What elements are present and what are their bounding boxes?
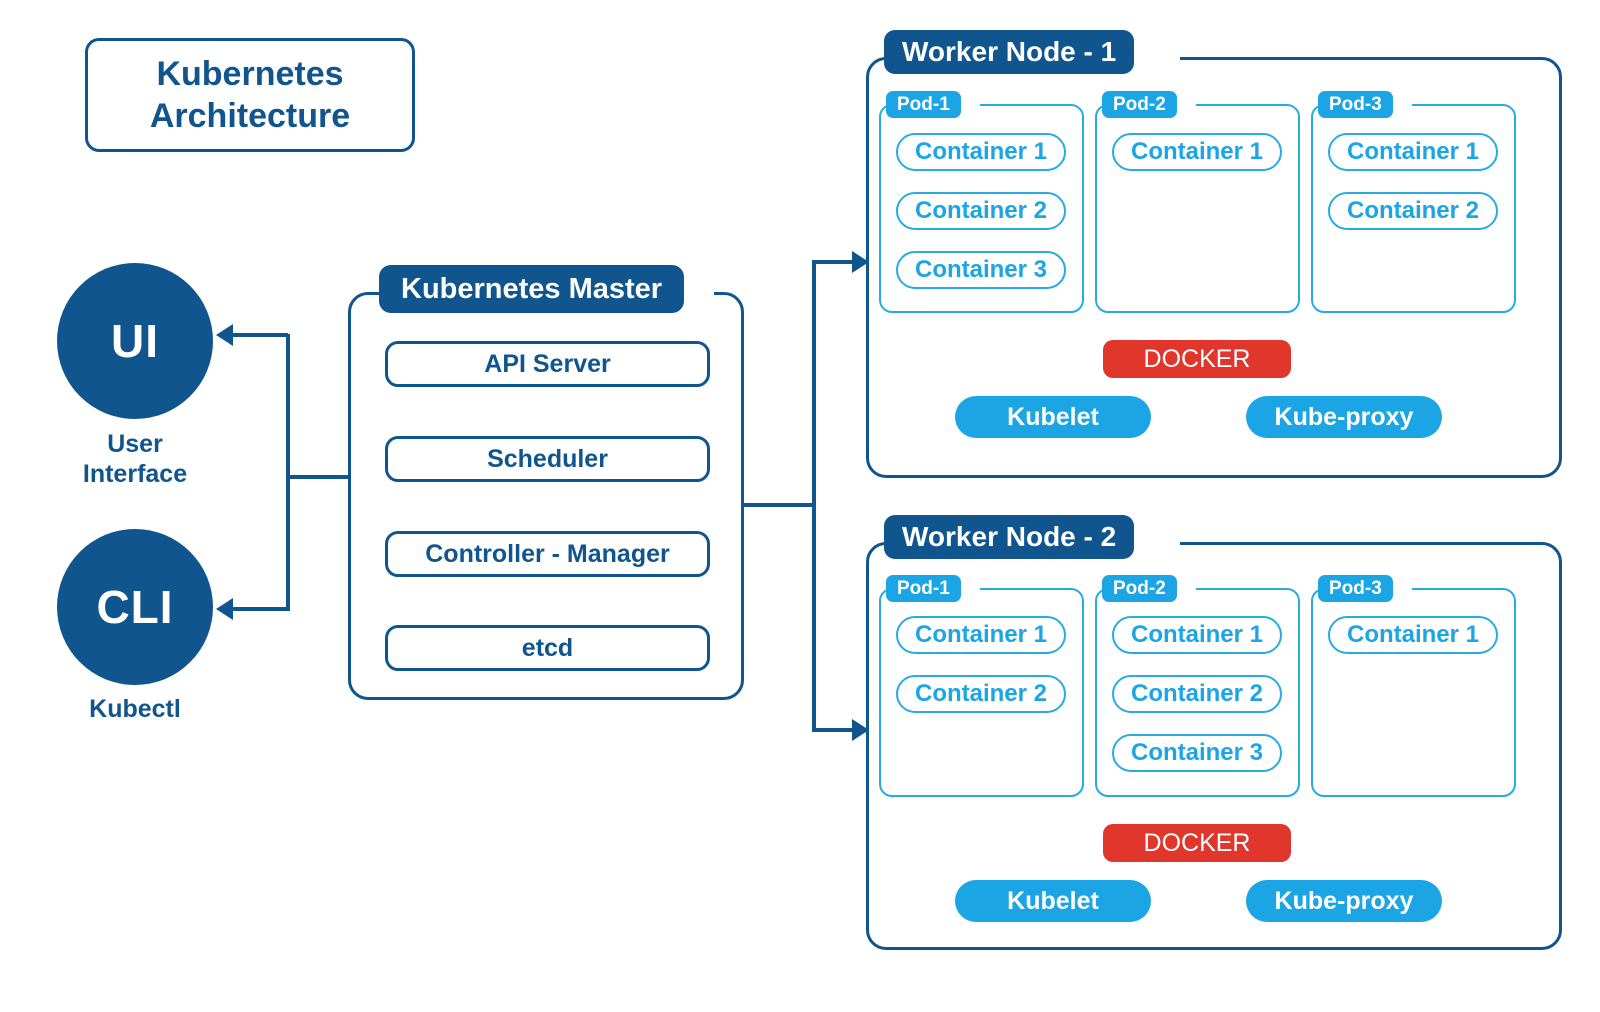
worker-1-pod-2-box: [1095, 104, 1300, 313]
worker-1-pod-2-container-1[interactable]: Container 1: [1112, 133, 1282, 171]
worker-1-docker-pill[interactable]: DOCKER: [1103, 340, 1291, 378]
worker-2-pod-3-badge: Pod-3: [1318, 575, 1393, 602]
worker-1-pod-3-box: [1311, 104, 1516, 313]
worker-2-pod-3-container-1[interactable]: Container 1: [1328, 616, 1498, 654]
client-circle-ui[interactable]: UI: [57, 263, 213, 419]
worker-1-pod-3-container-2[interactable]: Container 2: [1328, 192, 1498, 230]
diagram-title-line-2: Architecture: [149, 97, 351, 135]
connector-to-worker-2-line: [812, 728, 866, 732]
client-caption-ui: User Interface: [20, 430, 250, 489]
client-circle-ui-label: UI: [111, 315, 159, 367]
worker-2-pod-1-container-1[interactable]: Container 1: [896, 616, 1066, 654]
worker-1-kube-proxy-pill[interactable]: Kube-proxy: [1246, 396, 1442, 438]
master-component-etcd[interactable]: etcd: [385, 625, 710, 671]
worker-1-pod-1-container-3[interactable]: Container 3: [896, 251, 1066, 289]
connector-master-left-stub: [288, 475, 350, 479]
worker-2-pod-2-container-1[interactable]: Container 1: [1112, 616, 1282, 654]
worker-1-pod-3-container-1[interactable]: Container 1: [1328, 133, 1498, 171]
worker-1-pod-3-badge: Pod-3: [1318, 91, 1393, 118]
worker-1-pod-1-badge: Pod-1: [886, 91, 961, 118]
worker-node-1-panel: [866, 57, 1562, 478]
worker-2-pod-3-box: [1311, 588, 1516, 797]
connector-to-ui-arrow: [216, 324, 233, 346]
diagram-title-box: Kubernetes Architecture: [85, 38, 415, 152]
connector-left-trunk: [286, 334, 290, 611]
client-caption-ui-line-2: Interface: [82, 459, 188, 488]
master-component-controller-manager[interactable]: Controller - Manager: [385, 531, 710, 577]
worker-2-pod-2-box: [1095, 588, 1300, 797]
worker-2-kube-proxy-pill[interactable]: Kube-proxy: [1246, 880, 1442, 922]
worker-2-pod-1-box: [879, 588, 1084, 797]
client-caption-cli: Kubectl: [20, 695, 250, 725]
worker-2-pod-2-container-2[interactable]: Container 2: [1112, 675, 1282, 713]
worker-node-1-badge: Worker Node - 1: [884, 30, 1135, 74]
worker-2-pod-2-container-3[interactable]: Container 3: [1112, 734, 1282, 772]
worker-1-pod-1-container-2[interactable]: Container 2: [896, 192, 1066, 230]
connector-master-right-stub: [744, 503, 816, 507]
worker-1-pod-1-container-1[interactable]: Container 1: [896, 133, 1066, 171]
master-component-api-server[interactable]: API Server: [385, 341, 710, 387]
client-caption-cli-line-1: Kubectl: [89, 695, 181, 723]
connector-to-cli-arrow: [216, 598, 233, 620]
worker-2-kubelet-pill[interactable]: Kubelet: [955, 880, 1151, 922]
client-circle-cli-label: CLI: [96, 581, 174, 633]
connector-to-cli-line: [232, 607, 288, 611]
worker-1-kubelet-pill[interactable]: Kubelet: [955, 396, 1151, 438]
connector-to-worker-1-line: [812, 260, 866, 264]
connector-to-ui-line: [232, 333, 288, 337]
worker-node-2-badge: Worker Node - 2: [884, 515, 1135, 559]
worker-2-docker-pill[interactable]: DOCKER: [1103, 824, 1291, 862]
diagram-title-line-1: Kubernetes: [156, 54, 344, 93]
worker-1-pod-1-box: [879, 104, 1084, 313]
client-caption-ui-line-1: User: [107, 430, 163, 458]
worker-2-pod-1-badge: Pod-1: [886, 575, 961, 602]
worker-node-2-panel: [866, 542, 1562, 950]
connector-to-worker-1-arrow: [852, 251, 869, 273]
connector-right-trunk: [812, 261, 816, 731]
connector-to-worker-2-arrow: [852, 719, 869, 741]
worker-2-pod-1-container-2[interactable]: Container 2: [896, 675, 1066, 713]
client-circle-cli[interactable]: CLI: [57, 529, 213, 685]
worker-1-pod-2-badge: Pod-2: [1102, 91, 1177, 118]
master-component-scheduler[interactable]: Scheduler: [385, 436, 710, 482]
worker-2-pod-2-badge: Pod-2: [1102, 575, 1177, 602]
master-badge: Kubernetes Master: [379, 265, 685, 313]
